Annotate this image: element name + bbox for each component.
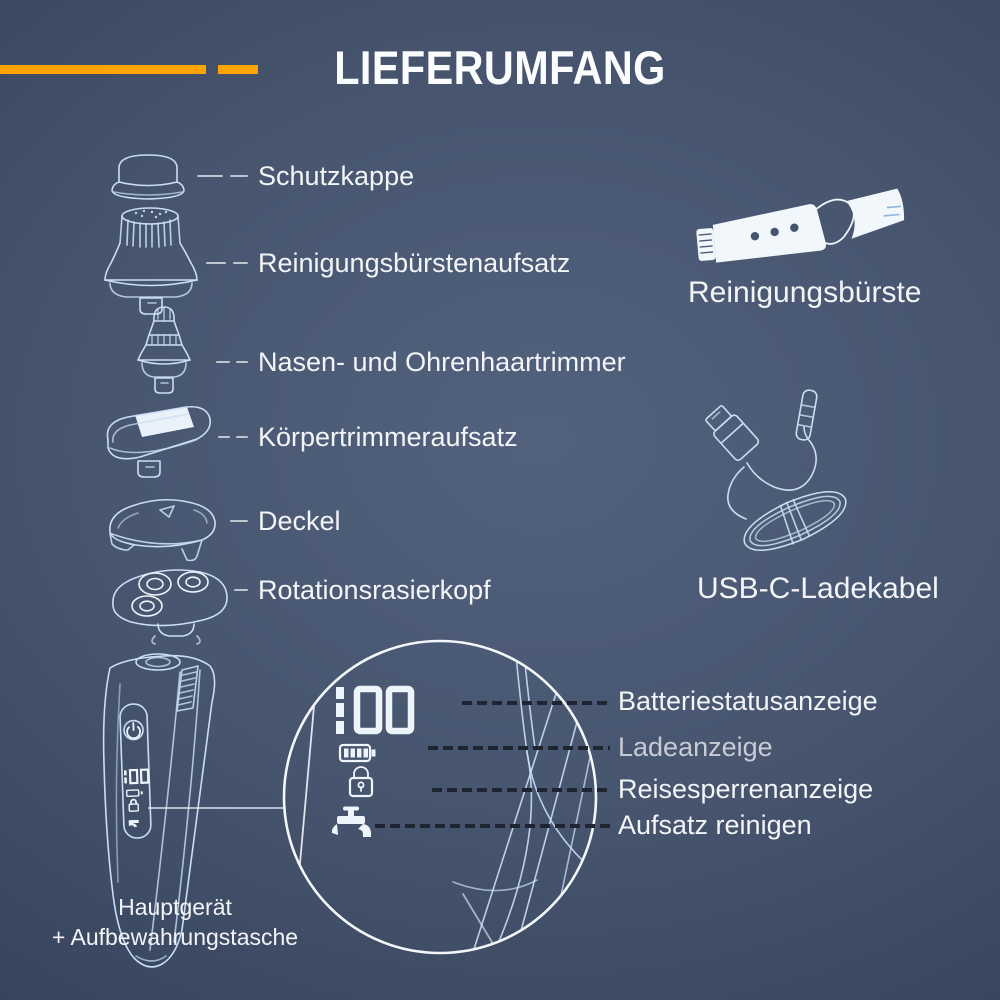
leader-deckel bbox=[230, 520, 248, 522]
label-nasentrimmer: Nasen- und Ohrenhaartrimmer bbox=[258, 347, 626, 377]
label-deckel: Deckel bbox=[258, 506, 341, 536]
leader-schutzkappe-2 bbox=[230, 175, 248, 177]
battery-percentage-display bbox=[336, 685, 415, 735]
accent-bar-dash bbox=[218, 65, 258, 74]
label-reinigungsbuerste: Reinigungsbürste bbox=[688, 276, 922, 309]
accent-bar-long bbox=[0, 65, 206, 74]
lock-icon bbox=[348, 766, 374, 798]
leader-schutzkappe bbox=[197, 175, 223, 177]
main-device-illustration bbox=[102, 653, 216, 968]
display-magnifier bbox=[282, 639, 598, 955]
protective-cap-illustration bbox=[111, 154, 185, 200]
main-device-caption: Hauptgerät + Aufbewahrungstasche bbox=[35, 892, 315, 952]
battery-icon bbox=[338, 743, 376, 763]
leader-koerpertrimmer bbox=[218, 436, 230, 438]
label-aufsatz-reinigen: Aufsatz reinigen bbox=[618, 810, 812, 840]
label-rasierkopf: Rotationsrasierkopf bbox=[258, 575, 491, 605]
dash-ladeanzeige bbox=[428, 746, 610, 750]
leader-koerpertrimmer-2 bbox=[236, 436, 248, 438]
mini-display bbox=[123, 768, 150, 828]
leader-nasentrimmer bbox=[216, 361, 230, 363]
dash-batteriestatus bbox=[462, 701, 610, 705]
rotary-shaving-head-illustration bbox=[112, 569, 228, 645]
leader-buerstenaufsatz-2 bbox=[233, 262, 248, 264]
magnifier-callout-line bbox=[148, 807, 284, 809]
label-buerstenaufsatz: Reinigungsbürstenaufsatz bbox=[258, 248, 571, 278]
leader-buerstenaufsatz bbox=[206, 262, 226, 264]
leader-nasentrimmer-2 bbox=[236, 361, 248, 363]
label-schutzkappe: Schutzkappe bbox=[258, 161, 415, 191]
label-usb-kabel: USB-C-Ladekabel bbox=[697, 572, 939, 605]
dash-aufsatz bbox=[375, 824, 612, 828]
page-title: LIEFERUMFANG bbox=[334, 41, 666, 94]
faucet-icon bbox=[331, 806, 371, 837]
usb-cable-illustration bbox=[705, 389, 847, 552]
caption-line-1: Hauptgerät bbox=[118, 894, 232, 920]
label-koerpertrimmer: Körpertrimmeraufsatz bbox=[258, 422, 518, 452]
dash-reisesperre bbox=[432, 788, 612, 792]
caption-line-2: + Aufbewahrungstasche bbox=[51, 924, 299, 950]
lid-illustration bbox=[109, 498, 216, 562]
label-ladeanzeige: Ladeanzeige bbox=[618, 732, 773, 762]
leader-rasierkopf bbox=[234, 589, 248, 591]
body-trimmer-attachment-illustration bbox=[106, 405, 212, 478]
label-reisesperrenanzeige: Reisesperrenanzeige bbox=[618, 774, 874, 804]
cleaning-brush-attachment-illustration bbox=[104, 207, 198, 315]
cleaning-brush-illustration bbox=[696, 188, 905, 263]
label-batteriestatusanzeige: Batteriestatusanzeige bbox=[618, 686, 878, 716]
nose-ear-trimmer-illustration bbox=[137, 306, 191, 394]
